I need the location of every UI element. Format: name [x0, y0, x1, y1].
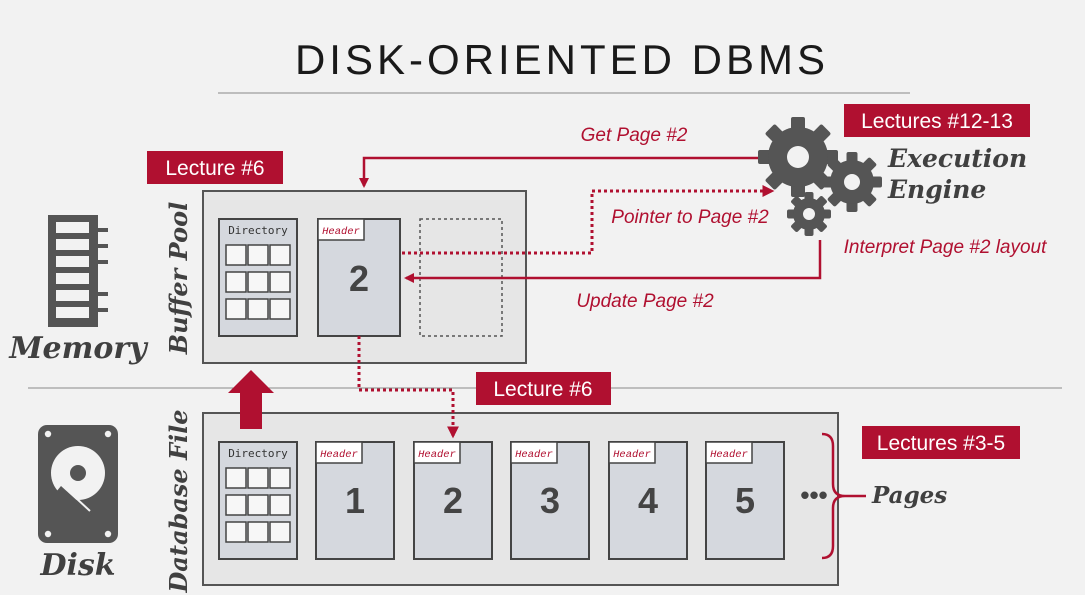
- update-page-arrow: [404, 240, 822, 283]
- interpret-label: Interpret Page #2 layout: [844, 237, 1048, 258]
- pages-badge-text: Lectures #3-5: [877, 432, 1005, 455]
- execution-engine-line1: Execution: [887, 144, 1027, 173]
- hard-disk-icon: [38, 425, 118, 543]
- load-page-up-arrow: [228, 370, 274, 429]
- database-file-directory: Directory: [218, 441, 298, 560]
- file-page-number: 4: [638, 480, 658, 521]
- file-page-header: Header: [613, 449, 651, 461]
- buffer-page-number: 2: [349, 258, 369, 299]
- buffer-directory-label: Directory: [228, 224, 288, 237]
- file-page-number: 2: [443, 480, 463, 521]
- execution-engine-line2: Engine: [887, 175, 986, 204]
- buffer-page-header: Header: [322, 226, 360, 238]
- gear-icon-medium: [822, 152, 882, 212]
- file-page-header: Header: [515, 449, 553, 461]
- database-file-label: Database File: [164, 409, 193, 593]
- pointer-dotted-arrow: [402, 185, 775, 255]
- get-page-arrow: [359, 156, 762, 188]
- file-page-number: 5: [735, 480, 755, 521]
- page-title: DISK-ORIENTED DBMS: [295, 36, 829, 83]
- more-pages-ellipsis: •••: [800, 480, 827, 510]
- file-page-header: Header: [710, 449, 748, 461]
- pointer-label: Pointer to Page #2: [611, 207, 769, 228]
- buffer-pool-directory: Directory: [218, 218, 298, 337]
- page-copy-dotted-arrow: [357, 336, 459, 439]
- file-page-header: Header: [418, 449, 456, 461]
- file-page-5: Header 5: [705, 441, 785, 560]
- gear-icon-small: [787, 192, 831, 236]
- pages-label: Pages: [871, 482, 947, 509]
- buffer-pool-label: Buffer Pool: [164, 202, 193, 355]
- buffer-pool-badge: [147, 151, 283, 184]
- file-page-1: Header 1: [315, 441, 395, 560]
- file-page-header: Header: [320, 449, 358, 461]
- file-page-4: Header 4: [608, 441, 688, 560]
- update-label: Update Page #2: [576, 291, 714, 312]
- buffer-pool-badge-text: Lecture #6: [165, 157, 264, 180]
- buffer-pool-page: Header 2: [317, 218, 401, 337]
- disk-label: Disk: [39, 548, 115, 583]
- transfer-badge-text: Lecture #6: [493, 378, 592, 401]
- memory-chip-icon: [48, 215, 108, 327]
- file-page-2: Header 2: [413, 441, 493, 560]
- file-directory-label: Directory: [228, 447, 288, 460]
- transfer-badge: [476, 372, 611, 405]
- execution-engine-badge-text: Lectures #12-13: [861, 110, 1013, 133]
- file-page-number: 1: [345, 480, 365, 521]
- memory-label: Memory: [8, 331, 149, 366]
- pages-badge: [862, 426, 1020, 459]
- get-page-label: Get Page #2: [581, 125, 688, 146]
- file-page-3: Header 3: [510, 441, 590, 560]
- gear-icon-large: [758, 117, 838, 197]
- file-page-number: 3: [540, 480, 560, 521]
- execution-engine-badge: [844, 104, 1030, 137]
